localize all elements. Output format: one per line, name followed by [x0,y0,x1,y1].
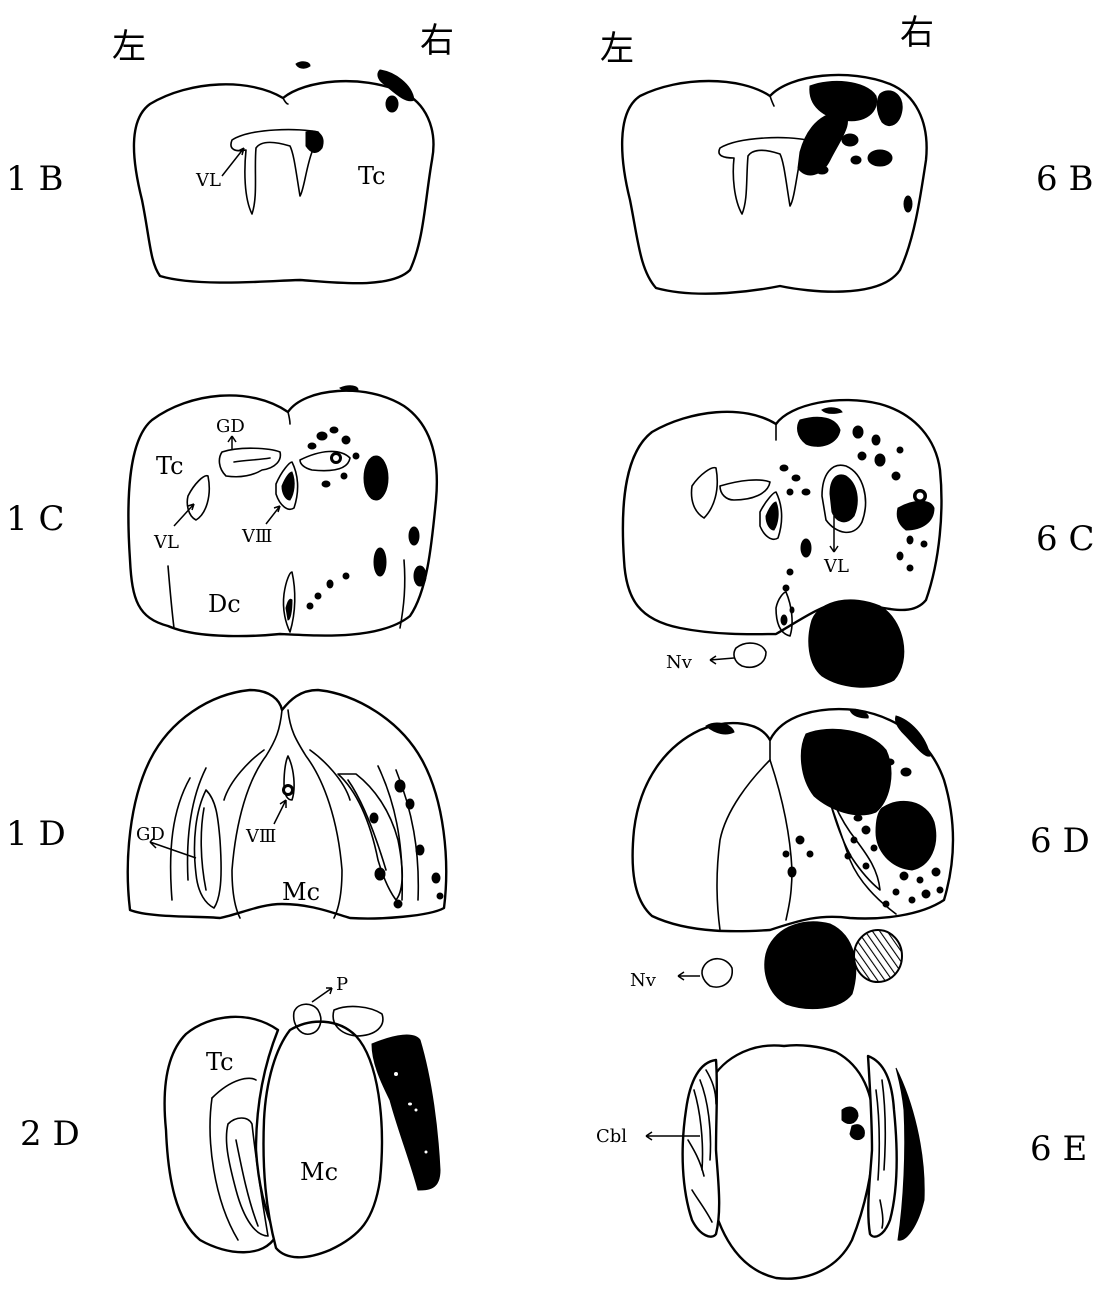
row-label-1c: 1 C [6,499,64,539]
right-side-label-b: 右 [900,13,934,53]
label-mc-1d: Mc [282,878,320,906]
section-2d: P Tc Mc [165,974,440,1257]
row-label-6e: 6 E [1030,1129,1087,1169]
row-label-6c: 6 C [1036,519,1094,559]
left-side-label-b: 左 [600,29,634,69]
row-label-2d: 2 D [20,1114,80,1154]
label-vl-1b: VL [195,170,221,191]
label-mc-2d: Mc [300,1158,338,1186]
section-6c: Nv VL [623,400,942,687]
label-tc-1b: Tc [358,162,386,190]
label-vl-6c: VL [823,556,849,577]
row-label-1d: 1 D [6,814,66,854]
label-nv-6c: Nv [666,652,693,673]
right-side-label-a: 右 [420,21,454,61]
label-nv-6d: Nv [630,970,657,991]
section-1c: Tc GD VL VⅢ Dc [128,386,436,636]
label-gd-1c: GD [216,416,245,437]
label-dc-1c: Dc [208,590,241,618]
section-6b [622,75,926,294]
row-label-1b: 1 B [6,159,63,199]
section-6e: Cbl [596,1045,924,1278]
label-cbl-6e: Cbl [596,1126,627,1147]
section-6d: Nv [630,709,953,1008]
row-label-6b: 6 B [1036,159,1093,199]
label-v3-1c: VⅢ [241,526,272,547]
label-p-2d: P [336,974,348,995]
label-vl-1c: VL [153,532,179,553]
section-1b: VL Tc [134,62,434,283]
label-v3-1d: VⅢ [245,826,276,847]
row-label-6d: 6 D [1030,821,1090,861]
section-1d: GD VⅢ Mc [128,690,446,919]
label-tc-2d: Tc [206,1048,234,1076]
label-tc-1c: Tc [156,452,184,480]
left-side-label-a: 左 [112,27,146,67]
